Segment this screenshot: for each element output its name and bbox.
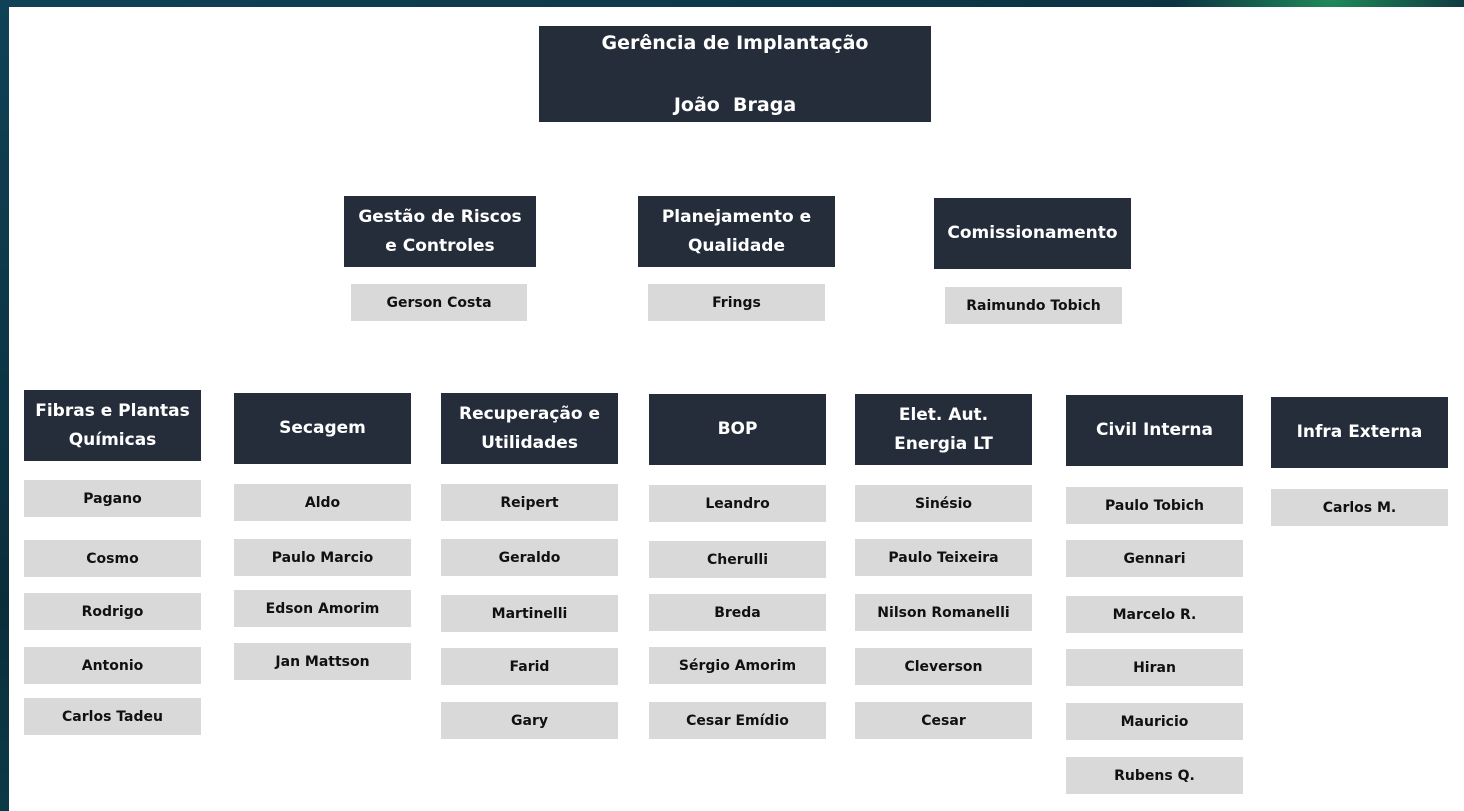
root-name: João Braga xyxy=(673,93,797,116)
department-member: Leandro xyxy=(649,485,826,522)
department-member: Hiran xyxy=(1066,649,1243,686)
department-header-7: Infra Externa xyxy=(1271,397,1448,468)
middle-person-2: Frings xyxy=(648,284,825,321)
department-member: Martinelli xyxy=(441,595,618,632)
department-member: Paulo Marcio xyxy=(234,539,411,576)
department-header-1: Fibras e Plantas Químicas xyxy=(24,390,201,461)
department-member: Rodrigo xyxy=(24,593,201,630)
root-node: Gerência de Implantação João Braga xyxy=(539,26,931,122)
department-member: Aldo xyxy=(234,484,411,521)
department-member: Marcelo R. xyxy=(1066,596,1243,633)
department-member: Rubens Q. xyxy=(1066,757,1243,794)
middle-header-1: Gestão de Riscos e Controles xyxy=(344,196,536,267)
department-header-3: Recuperação e Utilidades xyxy=(441,393,618,464)
department-member: Paulo Tobich xyxy=(1066,487,1243,524)
department-member: Farid xyxy=(441,648,618,685)
department-header-2: Secagem xyxy=(234,393,411,464)
middle-header-3: Comissionamento xyxy=(934,198,1131,269)
middle-person-3: Raimundo Tobich xyxy=(945,287,1122,324)
department-member: Sérgio Amorim xyxy=(649,647,826,684)
department-member: Cesar xyxy=(855,702,1032,739)
department-member: Geraldo xyxy=(441,539,618,576)
department-member: Carlos M. xyxy=(1271,489,1448,526)
department-member: Cesar Emídio xyxy=(649,702,826,739)
department-member: Cherulli xyxy=(649,541,826,578)
department-member: Nilson Romanelli xyxy=(855,594,1032,631)
department-member: Sinésio xyxy=(855,485,1032,522)
department-member: Gennari xyxy=(1066,540,1243,577)
org-chart-slide: Gerência de Implantação João Braga Gestã… xyxy=(9,7,1464,811)
department-member: Jan Mattson xyxy=(234,643,411,680)
department-member: Paulo Teixeira xyxy=(855,539,1032,576)
department-member: Pagano xyxy=(24,480,201,517)
department-member: Cleverson xyxy=(855,648,1032,685)
middle-header-2: Planejamento e Qualidade xyxy=(638,196,835,267)
department-member: Cosmo xyxy=(24,540,201,577)
department-header-4: BOP xyxy=(649,394,826,465)
department-member: Antonio xyxy=(24,647,201,684)
department-member: Carlos Tadeu xyxy=(24,698,201,735)
department-member: Reipert xyxy=(441,484,618,521)
department-member: Mauricio xyxy=(1066,703,1243,740)
root-title: Gerência de Implantação xyxy=(601,31,869,54)
department-member: Edson Amorim xyxy=(234,590,411,627)
department-header-6: Civil Interna xyxy=(1066,395,1243,466)
department-header-5: Elet. Aut. Energia LT xyxy=(855,394,1032,465)
department-member: Breda xyxy=(649,594,826,631)
department-member: Gary xyxy=(441,702,618,739)
middle-person-1: Gerson Costa xyxy=(351,284,527,321)
